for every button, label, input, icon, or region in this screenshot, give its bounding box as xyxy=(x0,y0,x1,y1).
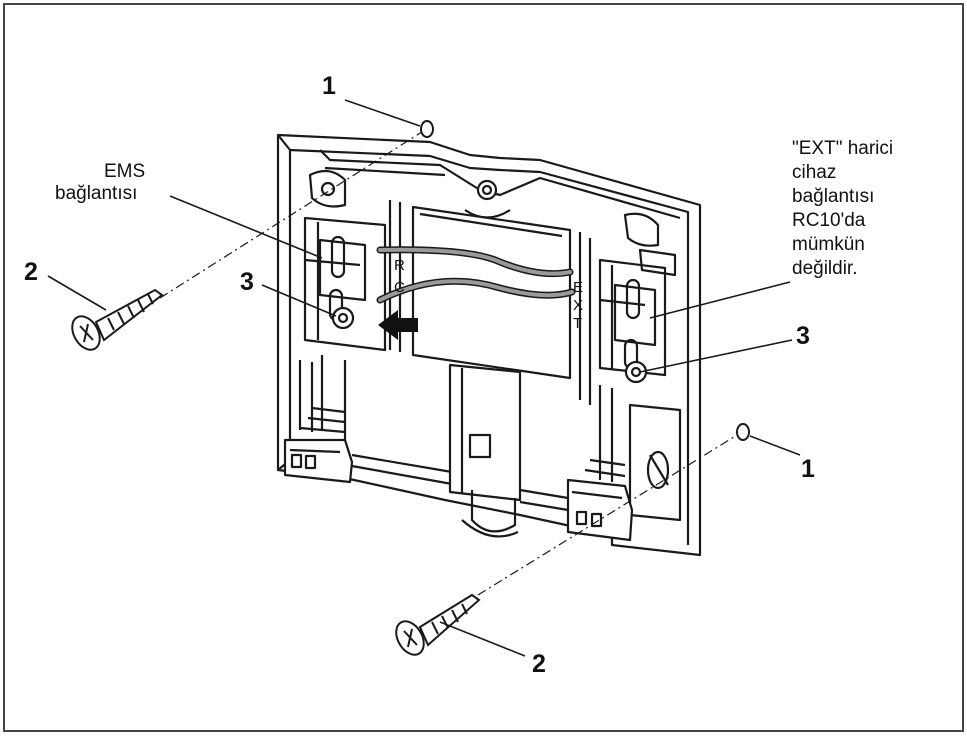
wall-plugs xyxy=(420,120,750,441)
leader-lines xyxy=(47,99,801,657)
callout-1-right: 1 xyxy=(801,455,815,483)
callout-1-top: 1 xyxy=(322,72,336,100)
plate-letter-x: X xyxy=(573,297,583,314)
alignment-line-bottom xyxy=(477,431,743,596)
ext-label: "EXT" harici cihaz bağlantısı RC10'da mü… xyxy=(792,138,893,279)
alignment-line-left xyxy=(159,129,426,299)
ems-label-line-2: bağlantısı xyxy=(55,183,137,204)
wall-plug-top xyxy=(420,120,434,138)
screw-left xyxy=(71,288,164,351)
ems-label-line-1: EMS xyxy=(104,161,145,182)
callout-3-left: 3 xyxy=(240,268,254,296)
ems-label: EMS bağlantısı xyxy=(55,161,145,204)
ext-label-line-5: mümkün xyxy=(792,234,865,255)
alignment-lines xyxy=(159,129,743,596)
base-plate xyxy=(276,133,702,557)
ext-label-line-3: bağlantısı xyxy=(792,186,874,207)
callout-3-right: 3 xyxy=(796,322,810,350)
wires xyxy=(376,246,576,304)
ext-label-line-4: RC10'da xyxy=(792,210,866,231)
insert-arrow xyxy=(378,310,418,340)
plate-letter-c: C xyxy=(394,279,405,296)
figure-frame xyxy=(3,3,964,732)
ext-label-line-6: değildir. xyxy=(792,258,858,279)
callout-2-bottom: 2 xyxy=(532,650,546,678)
screw-bottom xyxy=(395,593,481,656)
wall-plug-right xyxy=(736,423,750,441)
plate-letters: R C E X T xyxy=(394,257,583,332)
callout-2-left: 2 xyxy=(24,258,38,286)
plate-letter-r: R xyxy=(394,257,405,274)
ext-label-line-1: "EXT" harici xyxy=(792,138,893,159)
plate-letter-e: E xyxy=(573,279,583,296)
ext-label-line-2: cihaz xyxy=(792,162,836,183)
plate-letter-t: T xyxy=(573,315,582,332)
